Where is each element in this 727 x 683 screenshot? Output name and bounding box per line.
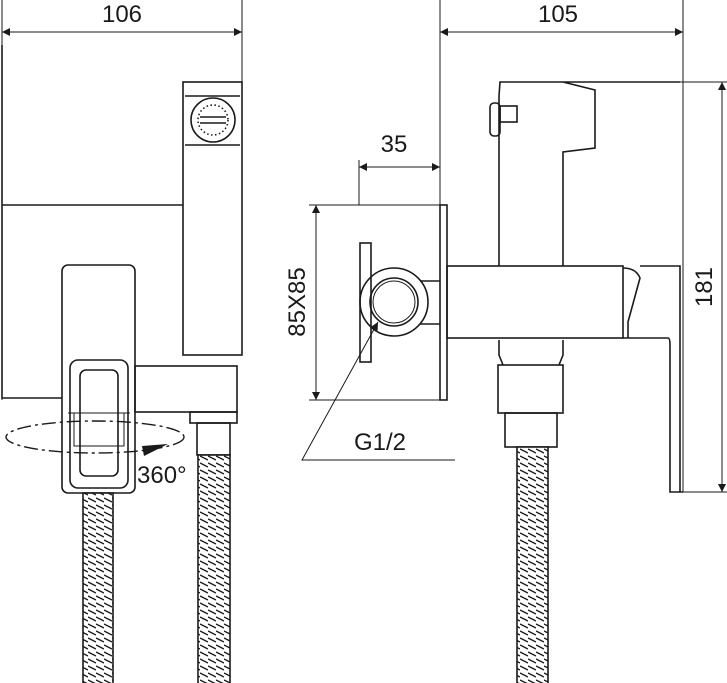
dimension-width-label: 106 bbox=[102, 1, 142, 28]
mixer-lever-body bbox=[61, 264, 136, 494]
wall-plate bbox=[1, 45, 183, 399]
mixer-lever-side bbox=[622, 265, 683, 493]
holder-arm bbox=[134, 365, 238, 413]
dimension-plate-label: 85X85 bbox=[284, 267, 311, 336]
dimension-depth-label: 105 bbox=[538, 1, 578, 28]
hose-connector bbox=[196, 422, 231, 456]
side-view: 105 35 85X85 G1/2 181 bbox=[284, 0, 727, 683]
rotation-indicator bbox=[5, 420, 185, 454]
front-view: 106 360° bbox=[1, 0, 243, 683]
hand-shower-side bbox=[498, 81, 680, 266]
thread-label: G1/2 bbox=[354, 429, 406, 456]
dimension-offset-label: 35 bbox=[381, 131, 408, 158]
dimension-height-label: 181 bbox=[691, 267, 718, 307]
thread-leader-line bbox=[301, 321, 455, 461]
spray-head-icon bbox=[190, 97, 236, 143]
lever-handle bbox=[69, 359, 129, 489]
rotation-arrow-icon bbox=[142, 444, 168, 456]
inlet-connection bbox=[359, 267, 429, 337]
hand-shower bbox=[182, 81, 243, 356]
shower-hose-side bbox=[516, 446, 549, 683]
hex-nut bbox=[497, 364, 564, 414]
wall-plate-side bbox=[439, 204, 448, 401]
supply-hose bbox=[82, 492, 114, 683]
shower-hose bbox=[197, 454, 231, 683]
rotation-label: 360° bbox=[137, 462, 187, 489]
hose-nut bbox=[504, 412, 558, 448]
valve-body bbox=[446, 265, 624, 339]
